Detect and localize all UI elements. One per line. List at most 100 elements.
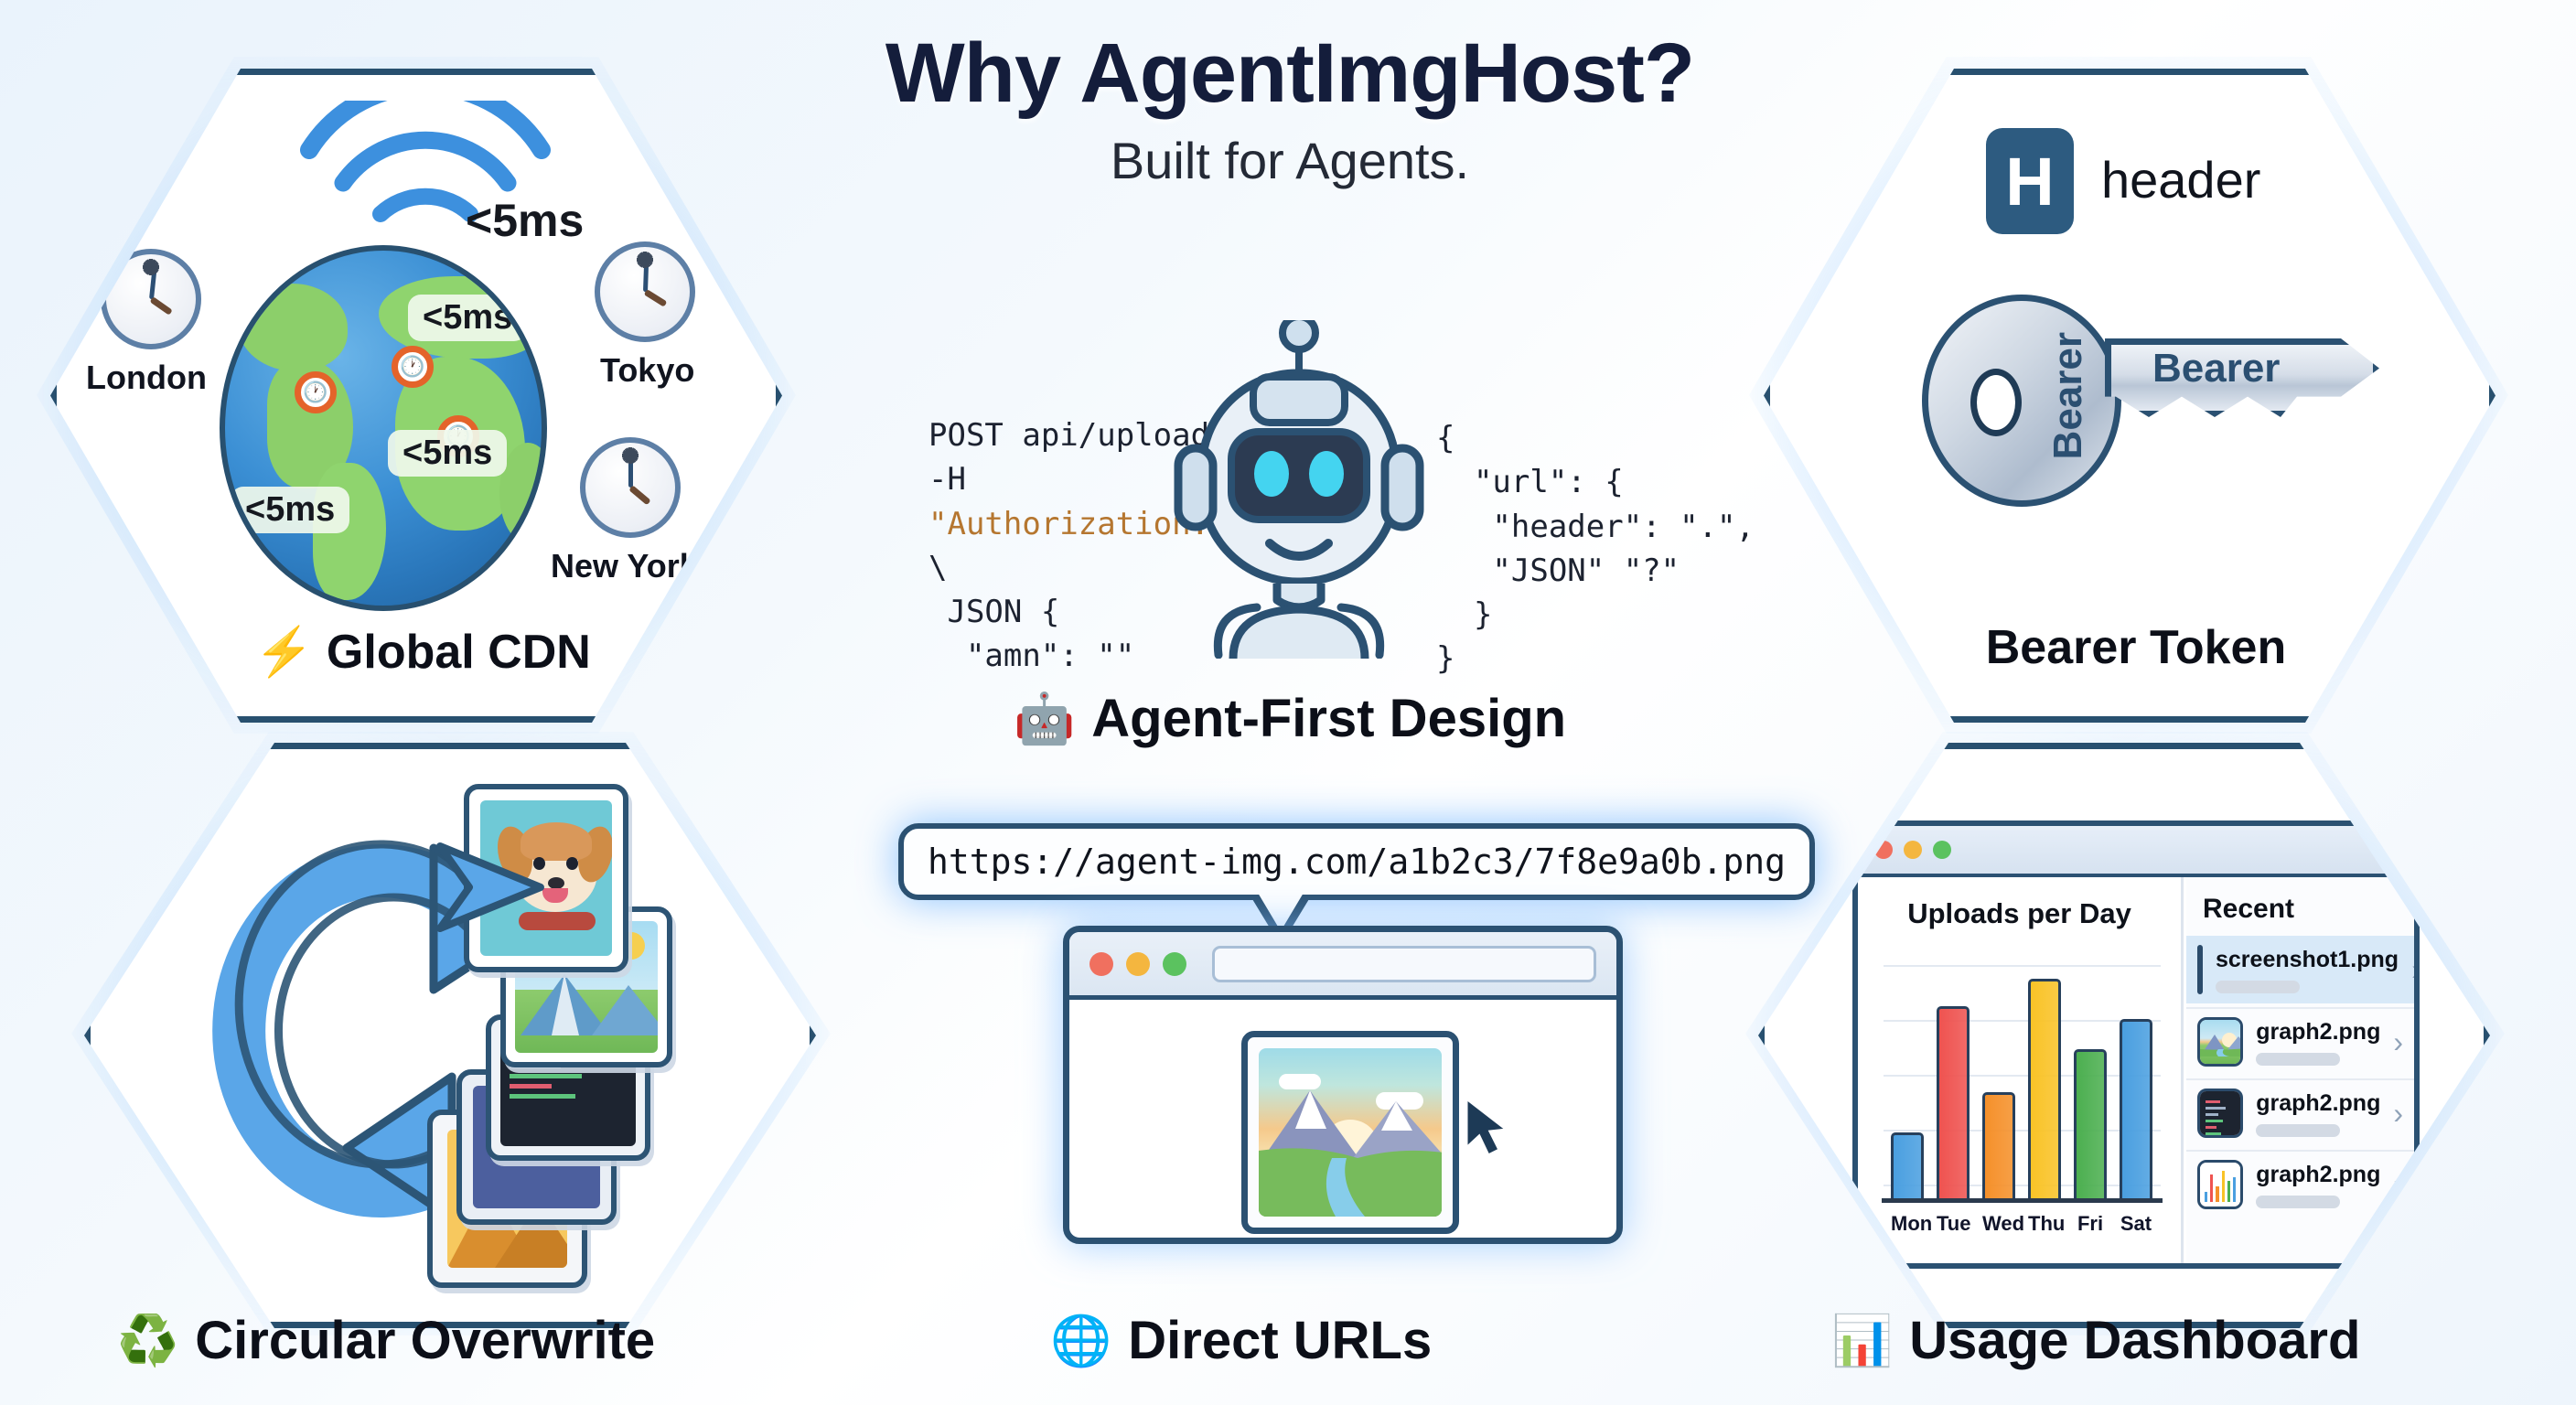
key-bow: Bearer <box>1922 295 2121 507</box>
hex-card-circular-overwrite[interactable] <box>84 743 816 1328</box>
panel-label-direct-urls: 🌐 Direct URLs <box>1050 1310 1432 1371</box>
key-blade-label: Bearer <box>2152 346 2281 391</box>
code-snippet-response: { "url": { "header": ".", "JSON" "?" }} <box>1436 416 1755 681</box>
code-line: "header": ".", <box>1436 508 1755 545</box>
browser-titlebar <box>1069 932 1616 1000</box>
key-bow-label: Bearer <box>2045 332 2090 460</box>
globe-icon: 🕐 🕐 🕐 <5ms <5ms <5ms <box>220 245 547 611</box>
browser-address-bar[interactable] <box>1212 945 1596 982</box>
hex-card-global-cdn[interactable]: <5ms 🕐 🕐 🕐 <5ms <5ms <5ms L <box>50 69 782 723</box>
recent-item-filename: screenshot1.png <box>2216 946 2399 972</box>
code-line: } <box>1436 596 1493 634</box>
chart-bar <box>2074 1049 2107 1201</box>
recent-list-item[interactable]: graph2.png › <box>2186 1007 2414 1075</box>
browser-window[interactable] <box>1063 926 1623 1244</box>
recent-item-thumbnail <box>2197 1017 2244 1067</box>
window-dot-yellow[interactable] <box>1126 951 1150 976</box>
recent-list-item[interactable]: screenshot1.png › <box>2186 936 2414 1003</box>
chart-bar <box>2028 979 2061 1201</box>
chevron-right-icon[interactable]: › <box>2411 953 2414 987</box>
chevron-right-icon[interactable]: › <box>2393 1024 2403 1058</box>
recent-item-filename: graph2.png <box>2256 1018 2381 1045</box>
panel-title-global-cdn: ⚡ Global CDN <box>57 624 782 680</box>
recent-item-thumbnail <box>2197 1089 2244 1138</box>
city-label-tokyo: Tokyo <box>600 351 695 389</box>
page-subtitle: Built for Agents. <box>1110 131 1470 189</box>
header-word-label: header <box>2101 151 2261 209</box>
dashboard-dot-yellow[interactable] <box>1904 841 1922 859</box>
arrow-cursor <box>1461 1095 1516 1164</box>
chart-x-label: Mon <box>1891 1212 1933 1235</box>
recent-list-item[interactable]: graph2.png› <box>2186 1078 2414 1146</box>
chart-x-label: Wed <box>1982 1212 2025 1235</box>
recent-item-meta-placeholder <box>2256 1195 2341 1208</box>
clock-new-york <box>580 437 681 538</box>
url-tooltip[interactable]: https://agent-img.com/a1b2c3/7f8e9a0b.pn… <box>898 823 1815 900</box>
latency-badge-europe: <5ms <box>408 295 528 341</box>
header-badge-letter: H <box>2005 143 2055 220</box>
recent-item-thumbnail <box>2197 1160 2244 1209</box>
code-line: } <box>1436 640 1455 678</box>
code-snippet-request: POST api/upload-H"Authorization:\ JSON {… <box>928 413 1209 679</box>
robot-icon: 🤖 <box>1014 691 1076 746</box>
panel-title-bearer-token: Bearer Token <box>1770 620 2496 675</box>
panel-label-direct-urls-text: Direct URLs <box>1128 1311 1433 1370</box>
robot-illustration <box>1162 313 1436 663</box>
code-line: \ <box>928 549 948 586</box>
recent-item-filename: graph2.png <box>2256 1161 2381 1187</box>
header-badge-icon: H <box>1986 128 2074 234</box>
globe-emoji-icon: 🌐 <box>1050 1313 1112 1368</box>
chart-bars <box>1891 949 2152 1201</box>
lightning-icon: ⚡ <box>254 626 314 679</box>
preview-image <box>1259 1048 1442 1217</box>
recycle-icon: ♻️ <box>117 1313 179 1368</box>
panel-label-usage-dashboard-text: Usage Dashboard <box>1909 1311 2361 1370</box>
map-pin-americas: 🕐 <box>295 371 337 413</box>
chart-x-label: Thu <box>2028 1212 2066 1235</box>
window-dot-red[interactable] <box>1089 951 1113 976</box>
hex-card-bearer-token[interactable]: H header Bearer Bearer Bearer Token <box>1764 69 2496 723</box>
recent-pane: Recent screenshot1.png › graph2.png › graph2… <box>2186 877 2414 1263</box>
city-label-london: London <box>86 359 207 396</box>
chart-x-label: Fri <box>2077 1212 2104 1235</box>
panel-label-agent-first: 🤖 Agent-First Design <box>1014 688 1566 749</box>
chart-x-label: Tue <box>1937 1212 1971 1235</box>
panel-label-agent-first-text: Agent-First Design <box>1091 689 1567 748</box>
panel-label-circular-overwrite-text: Circular Overwrite <box>195 1311 656 1370</box>
page-header: Why AgentImgHost? Built for Agents. <box>805 29 1775 190</box>
code-line: { <box>1436 420 1455 456</box>
code-line: JSON { <box>928 594 1060 631</box>
recent-list-title: Recent <box>2203 894 2295 924</box>
window-dot-green[interactable] <box>1163 951 1186 976</box>
code-line: "amn": "" <box>928 638 1135 675</box>
key-hole <box>1970 369 2022 436</box>
chart-bar <box>1982 1092 2015 1201</box>
latency-badge-asia: <5ms <box>388 430 508 477</box>
chart-axis <box>1882 1198 2163 1203</box>
chart-bar <box>2120 1019 2152 1201</box>
dashboard-dot-green[interactable] <box>1933 841 1951 859</box>
map-pin-europe: 🕐 <box>392 346 434 388</box>
city-label-new-york: New York <box>551 547 698 585</box>
code-line: "JSON" "?" <box>1436 552 1680 589</box>
recent-item-meta-placeholder <box>2216 980 2300 993</box>
recent-list-item[interactable]: graph2.png› <box>2186 1150 2414 1217</box>
latency-badge-top: <5ms <box>466 195 585 246</box>
dashboard-titlebar <box>1858 826 2414 877</box>
chevron-right-icon[interactable]: › <box>2393 1096 2403 1130</box>
chart-bar <box>1937 1006 1970 1201</box>
panel-label-usage-dashboard: 📊 Usage Dashboard <box>1831 1310 2360 1371</box>
code-line: "Authorization: <box>928 505 1210 542</box>
panel-title-global-cdn-label: Global CDN <box>326 625 591 679</box>
clock-tokyo <box>595 241 695 342</box>
recent-item-thumbnail <box>2197 945 2203 994</box>
latency-badge-americas: <5ms <box>231 487 350 533</box>
bar-chart-icon: 📊 <box>1831 1313 1894 1368</box>
recent-item-meta-placeholder <box>2256 1052 2341 1066</box>
page-title: Why AgentImgHost? <box>885 27 1695 120</box>
panel-label-circular-overwrite: ♻️ Circular Overwrite <box>117 1310 655 1371</box>
code-line: -H <box>928 461 966 499</box>
